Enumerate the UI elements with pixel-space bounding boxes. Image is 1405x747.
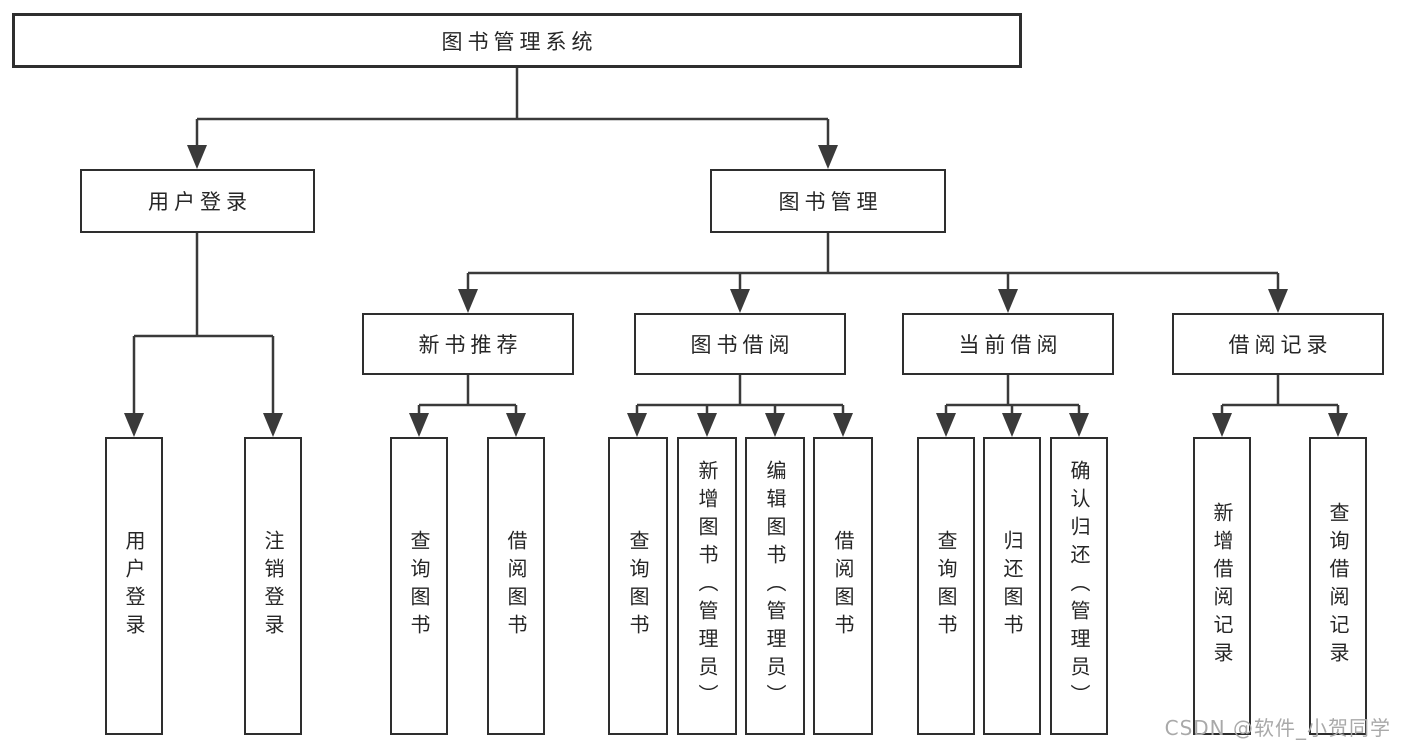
node-label: 新书推荐: [418, 333, 523, 357]
leaf-label: 确认归还（管理员）: [1067, 460, 1091, 712]
arrowhead-icon: [1002, 413, 1022, 437]
connector: [417, 375, 518, 414]
leaf-label: 新增图书（管理员）: [695, 460, 719, 712]
leaf-borrow-books-1: 借阅图书: [487, 437, 545, 735]
arrowhead-icon: [1212, 413, 1232, 437]
arrowhead-icon: [187, 145, 207, 169]
node-label: 当前借阅: [958, 333, 1063, 357]
connector: [132, 233, 275, 414]
arrowhead-icon: [697, 413, 717, 437]
arrowhead-icon: [627, 413, 647, 437]
arrowhead-icon: [263, 413, 283, 437]
leaf-query-books-1: 查询图书: [390, 437, 448, 735]
leaf-label: 编辑图书（管理员）: [763, 460, 787, 712]
node-book-management: 图书管理: [710, 169, 946, 233]
arrowhead-icon: [998, 289, 1018, 313]
arrowhead-icon: [124, 413, 144, 437]
node-new-book-recommend: 新书推荐: [362, 313, 574, 375]
leaf-add-book-admin: 新增图书（管理员）: [677, 437, 737, 735]
leaf-borrow-books-2: 借阅图书: [813, 437, 873, 735]
node-label: 图书管理: [778, 190, 883, 214]
node-library-system: 图书管理系统: [12, 13, 1022, 68]
leaf-add-borrow-record: 新增借阅记录: [1193, 437, 1251, 735]
arrowhead-icon: [1268, 289, 1288, 313]
leaf-label: 查询图书: [407, 530, 431, 642]
connector: [944, 375, 1081, 414]
arrowhead-icon: [506, 413, 526, 437]
leaf-label: 借阅图书: [504, 530, 528, 642]
arrowhead-icon: [765, 413, 785, 437]
connector: [1220, 375, 1340, 414]
node-label: 图书借阅: [690, 333, 795, 357]
connector: [466, 233, 1280, 290]
arrowhead-icon: [458, 289, 478, 313]
node-label: 图书管理系统: [441, 29, 598, 54]
arrowhead-icon: [1069, 413, 1089, 437]
connector: [635, 375, 845, 414]
leaf-label: 注销登录: [261, 530, 285, 642]
csdn-watermark: CSDN @软件_小贺同学: [1164, 716, 1391, 740]
node-user-login: 用户登录: [80, 169, 315, 233]
leaf-confirm-return-admin: 确认归还（管理员）: [1050, 437, 1108, 735]
arrowhead-icon: [409, 413, 429, 437]
leaf-label: 归还图书: [1000, 530, 1024, 642]
node-label: 用户登录: [148, 190, 252, 214]
leaf-edit-book-admin: 编辑图书（管理员）: [745, 437, 805, 735]
arrowhead-icon: [730, 289, 750, 313]
leaf-label: 用户登录: [122, 530, 146, 642]
leaf-label: 新增借阅记录: [1210, 502, 1234, 670]
leaf-label: 借阅图书: [831, 530, 855, 642]
leaf-query-borrow-record: 查询借阅记录: [1309, 437, 1367, 735]
leaf-logout: 注销登录: [244, 437, 302, 735]
arrowhead-icon: [936, 413, 956, 437]
leaf-return-book: 归还图书: [983, 437, 1041, 735]
leaf-label: 查询借阅记录: [1326, 502, 1350, 670]
arrowhead-icon: [818, 145, 838, 169]
leaf-label: 查询图书: [626, 530, 650, 642]
leaf-label: 查询图书: [934, 530, 958, 642]
leaf-query-books-3: 查询图书: [917, 437, 975, 735]
node-book-borrowing: 图书借阅: [634, 313, 846, 375]
node-label: 借阅记录: [1228, 333, 1333, 357]
arrowhead-icon: [833, 413, 853, 437]
leaf-query-books-2: 查询图书: [608, 437, 668, 735]
node-borrow-records: 借阅记录: [1172, 313, 1384, 375]
arrowhead-icon: [1328, 413, 1348, 437]
connector: [195, 68, 830, 146]
leaf-user-login: 用户登录: [105, 437, 163, 735]
node-current-borrowing: 当前借阅: [902, 313, 1114, 375]
